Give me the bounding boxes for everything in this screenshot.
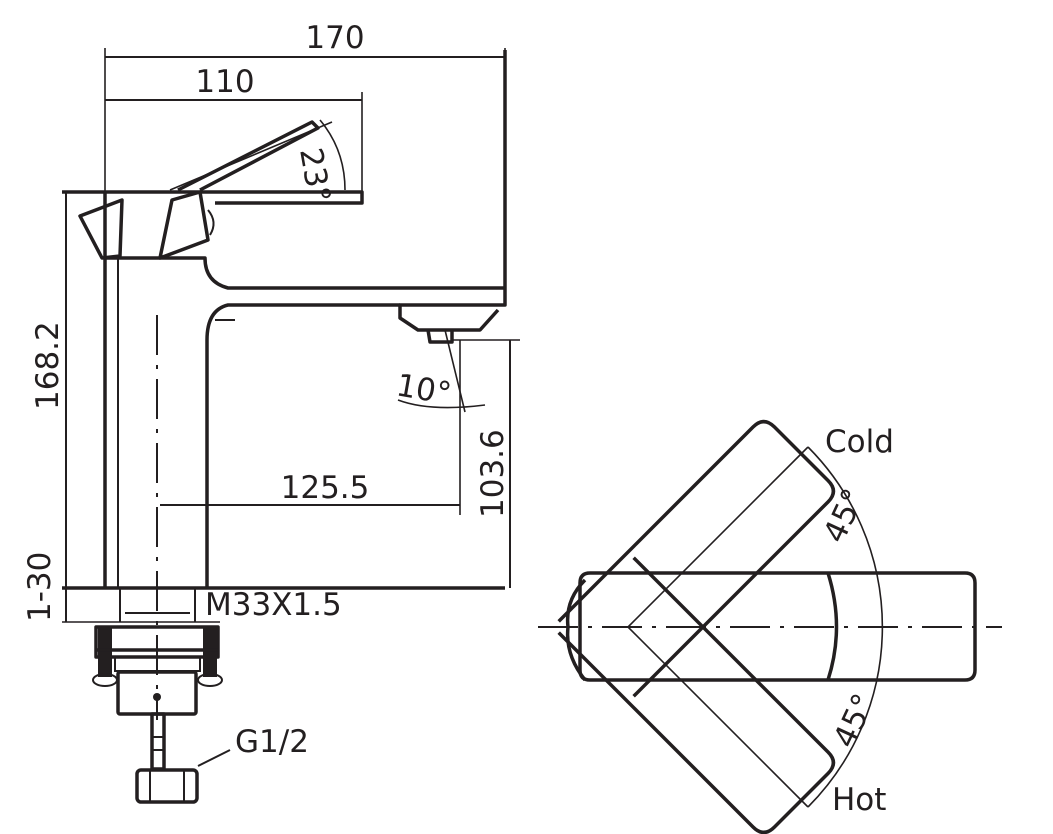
lever-top — [62, 190, 364, 205]
hot-label: Hot — [832, 782, 886, 818]
aerator — [426, 329, 454, 344]
cold-axis — [627, 446, 809, 628]
handle-center — [578, 571, 977, 682]
side-view: 170 110 23° 168.2 10° — [22, 20, 520, 804]
handle-hot — [557, 556, 836, 834]
hot-axis — [627, 626, 809, 808]
outlet-angle: 10° — [394, 367, 454, 412]
handle-cap — [78, 198, 124, 260]
cold-label: Cold — [825, 424, 894, 460]
lever-joint — [207, 209, 215, 236]
handle-curve — [826, 572, 839, 681]
rotation-arc — [807, 446, 884, 808]
spout — [398, 50, 507, 332]
outlet-axis — [444, 329, 466, 413]
thread-spec: M33X1.5 — [205, 587, 342, 623]
lever-raised — [177, 120, 320, 192]
body-upper — [105, 256, 505, 290]
handle-lever-base — [158, 190, 210, 260]
dim-reach: 125.5 — [281, 470, 370, 506]
dim-outlet-height: 103.6 — [475, 429, 511, 518]
dim-deck-thickness: 1-30 — [22, 552, 58, 622]
cold-angle: 45° — [817, 483, 873, 548]
angle-arc-10 — [397, 399, 486, 409]
hose-connection: G1/2 — [235, 724, 309, 760]
mounting-nut — [92, 588, 223, 804]
hot-angle: 45° — [827, 688, 883, 753]
angle-leg — [169, 121, 333, 191]
dim-height: 168.2 — [30, 321, 66, 410]
top-view: Cold 45° 45° Hot — [538, 419, 1002, 834]
body-inner-curve — [205, 303, 400, 588]
dim-lever-length: 110 — [195, 64, 254, 100]
dim-total-length: 170 — [305, 20, 364, 56]
handle-cold — [557, 419, 836, 698]
lever-angle: 23° — [292, 145, 337, 205]
handle-hub — [565, 578, 587, 682]
leader-line — [197, 749, 231, 767]
